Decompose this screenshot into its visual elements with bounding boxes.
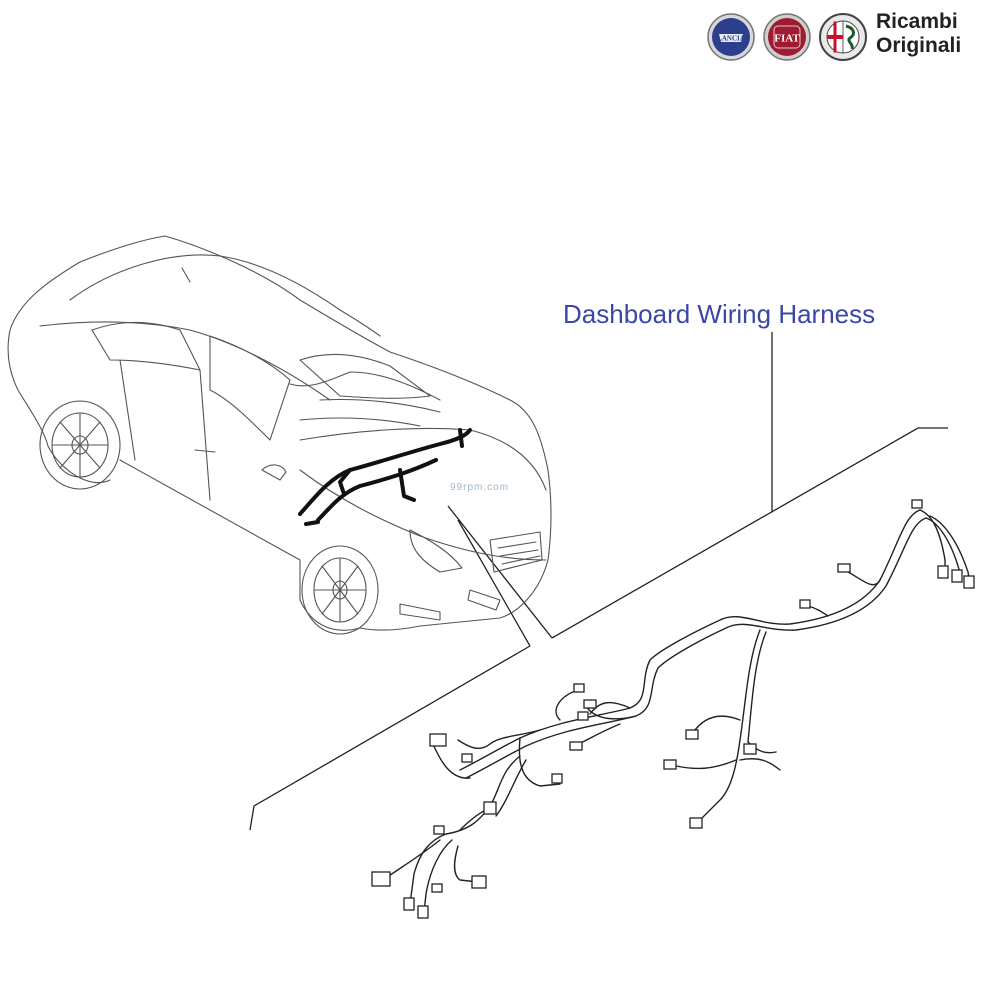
connector (583, 699, 597, 709)
harness-connectors (371, 499, 975, 919)
connector (951, 569, 963, 583)
svg-text:FIAT: FIAT (774, 33, 800, 45)
wiring-harness (385, 509, 971, 913)
connector (371, 871, 391, 887)
car-illustration (7, 235, 552, 635)
connector (471, 875, 487, 889)
connector (551, 773, 563, 784)
connector (837, 563, 851, 573)
car-harness-highlight (298, 428, 472, 526)
connector (799, 599, 811, 609)
fiat-logo-icon: FIAT (763, 13, 811, 61)
brand-line2: Originali (876, 34, 962, 57)
connector (743, 743, 757, 755)
lancia-logo-icon: LANCIA (707, 13, 755, 61)
brand-line1: Ricambi (876, 10, 958, 33)
connector (569, 741, 583, 751)
connector (461, 753, 473, 763)
connector (429, 733, 447, 747)
svg-text:LANCIA: LANCIA (717, 35, 745, 43)
brand-header: LANCIA FIAT Ricambi Originali (706, 8, 978, 66)
connector (689, 817, 703, 829)
brand-title: Ricambi Originali (876, 10, 961, 58)
connector (403, 897, 415, 911)
connector (577, 711, 589, 721)
connector (431, 883, 443, 893)
callout-label: Dashboard Wiring Harness (563, 299, 876, 329)
connector (417, 905, 429, 919)
connector (663, 759, 677, 770)
harness-plane-outline (249, 427, 948, 831)
connector (685, 729, 699, 740)
connector (573, 683, 585, 693)
alfa-romeo-logo-icon (819, 13, 867, 61)
watermark-text: 99rpm.com (450, 482, 510, 493)
connector (911, 499, 923, 509)
connector (937, 565, 949, 579)
connector (483, 801, 497, 815)
connector (433, 825, 445, 835)
connector (963, 575, 975, 589)
